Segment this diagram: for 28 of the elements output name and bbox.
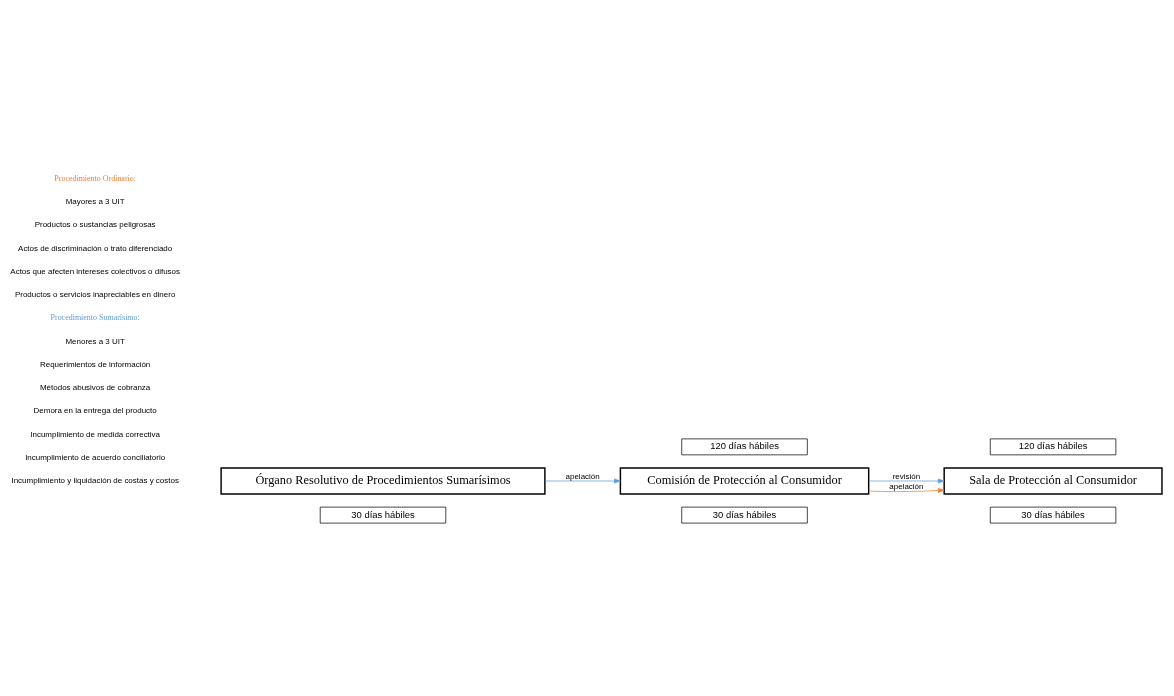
label: Requerimientos de información (40, 359, 151, 369)
node-box: 30 días hábiles (319, 506, 447, 523)
node-box: Sala de Protección al Consumidor (943, 466, 1163, 495)
label: Demora en la entrega del producto (33, 405, 157, 415)
label: Incumplimiento de medida correctiva (30, 429, 161, 439)
label: Mayores a 3 UIT (65, 196, 125, 206)
label: Actos que afecten intereses colectivos o difusos (10, 266, 180, 276)
arrow (544, 478, 621, 483)
arrow (868, 478, 945, 483)
label: Menores a 3 UIT (65, 336, 125, 346)
label: Incumplimiento de acuerdo conciliatorio (25, 452, 166, 462)
label: Productos o servicios inapreciables en dinero (14, 289, 176, 299)
label: Métodos abusivos de cobranza (40, 382, 151, 392)
label: Procedimiento Ordinario: (54, 173, 136, 183)
node-box: Órgano Resolutivo de Procedimientos Sumarísimos (220, 466, 546, 495)
node-box: 30 días hábiles (681, 506, 808, 523)
arrow (868, 487, 945, 493)
node-box: Comisión de Protección al Consumidor (619, 466, 870, 495)
label: Productos o sustancias peligrosas (34, 219, 156, 229)
node-box: 30 días hábiles (989, 506, 1117, 523)
label: Incumplimiento y liquidación de costas y costos (11, 475, 179, 485)
node-box: 120 días hábiles (681, 438, 808, 455)
label: Actos de discriminación o trato diferenciado (18, 243, 173, 253)
edge-label: revisión (892, 471, 921, 481)
edge-label: apelación (565, 471, 600, 481)
label: Procedimiento Sumarísimo: (50, 312, 140, 322)
node-box: 120 días hábiles (989, 438, 1117, 455)
edge-label: apelación (889, 481, 924, 491)
